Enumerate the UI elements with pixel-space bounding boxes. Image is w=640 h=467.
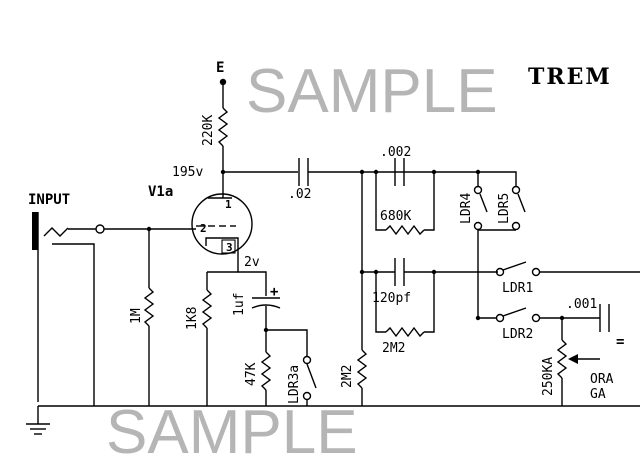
- label-47k: 47K: [244, 362, 259, 386]
- ldr2-switch: [475, 307, 600, 323]
- pin-3: 3: [226, 241, 233, 254]
- resistor-2m2-left: [356, 349, 368, 389]
- ground-symbol: [26, 406, 50, 435]
- label-1k8: 1K8: [185, 307, 200, 330]
- resistor-220k: [217, 107, 229, 147]
- ldr1-switch: [495, 261, 640, 277]
- pin-2: 2: [200, 222, 207, 235]
- label-coupling-cap: .02: [288, 187, 311, 202]
- plate-voltage-label: 195v: [172, 165, 203, 180]
- label-ldr5: LDR5: [497, 193, 512, 224]
- supply-node: [219, 78, 227, 108]
- label-ldr4: LDR4: [459, 193, 474, 224]
- cut-label-ora: ORA: [590, 372, 614, 387]
- label-ldr2: LDR2: [502, 327, 533, 342]
- label-680k: 680K: [380, 209, 411, 224]
- label-120pf: 120pf: [372, 291, 411, 306]
- label-001: .001: [566, 297, 597, 312]
- cut-label-ga: GA: [590, 387, 606, 402]
- ldr5-switch: [511, 185, 526, 231]
- resistor-1m: [143, 287, 155, 327]
- label-250ka: 250KA: [541, 357, 556, 396]
- cut-symbol: =: [616, 334, 624, 350]
- input-label: INPUT: [28, 192, 70, 208]
- ldr3a-switch: [302, 355, 317, 406]
- input-jack: [32, 212, 105, 406]
- tube-label: V1a: [148, 184, 173, 200]
- label-ldr3a: LDR3a: [287, 365, 302, 404]
- resistor-2m2: [385, 326, 425, 338]
- resistor-47k: [260, 351, 272, 391]
- label-2m2: 2M2: [382, 341, 405, 356]
- resistor-680k: [385, 224, 425, 236]
- capacitor-1uf: [251, 297, 281, 309]
- title: TREM: [528, 64, 612, 90]
- watermark-top: SAMPLE: [246, 57, 498, 126]
- cap-plus: +: [270, 284, 278, 300]
- label-2m2-left: 2M2: [340, 365, 355, 388]
- pot-250ka: [556, 339, 568, 379]
- pin-1: 1: [225, 198, 232, 211]
- cathode-voltage-label: 2v: [244, 255, 260, 270]
- label-002: .002: [380, 145, 411, 160]
- resistor-1k8: [201, 289, 213, 329]
- tube-v1a: [191, 192, 253, 255]
- supply-label: E: [216, 60, 224, 76]
- label-1uf: 1uf: [232, 293, 247, 316]
- label-1m: 1M: [129, 308, 144, 324]
- label-ldr1: LDR1: [502, 281, 533, 296]
- label-220k: 220K: [201, 115, 216, 146]
- ldr4-switch: [473, 172, 488, 231]
- watermark-bottom: SAMPLE: [106, 398, 358, 467]
